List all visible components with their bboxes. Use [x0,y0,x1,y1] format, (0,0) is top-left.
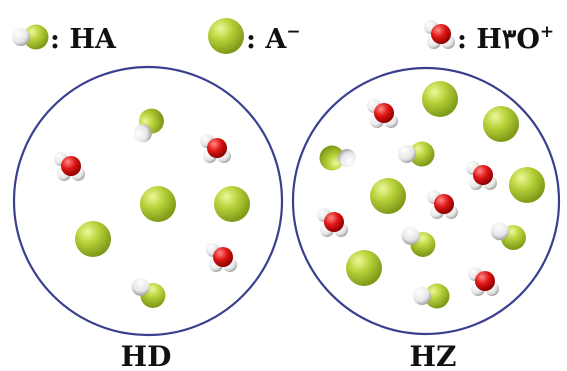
beaker-hz-label: HZ [410,340,457,371]
legend: : HA : A− : H۳O+ [12,18,554,55]
legend-ha-label: : HA [50,24,117,55]
beaker-hz [291,66,561,336]
a-ion [370,178,406,214]
a-ion-icon [208,18,244,54]
a-ion [75,221,111,257]
a-ion [140,186,176,222]
a-ion [346,250,382,286]
beaker-hd [12,65,284,337]
a-ion [509,167,545,203]
beaker-hd-label: HD [121,340,172,371]
a-ion [483,106,519,142]
a-ion [214,186,250,222]
hydronium-icon [424,20,455,49]
legend-h3o-label: : H۳O+ [457,22,554,55]
a-ion [422,81,458,117]
legend-a-label: : A− [246,22,301,55]
ha-molecule-icon [12,24,49,50]
